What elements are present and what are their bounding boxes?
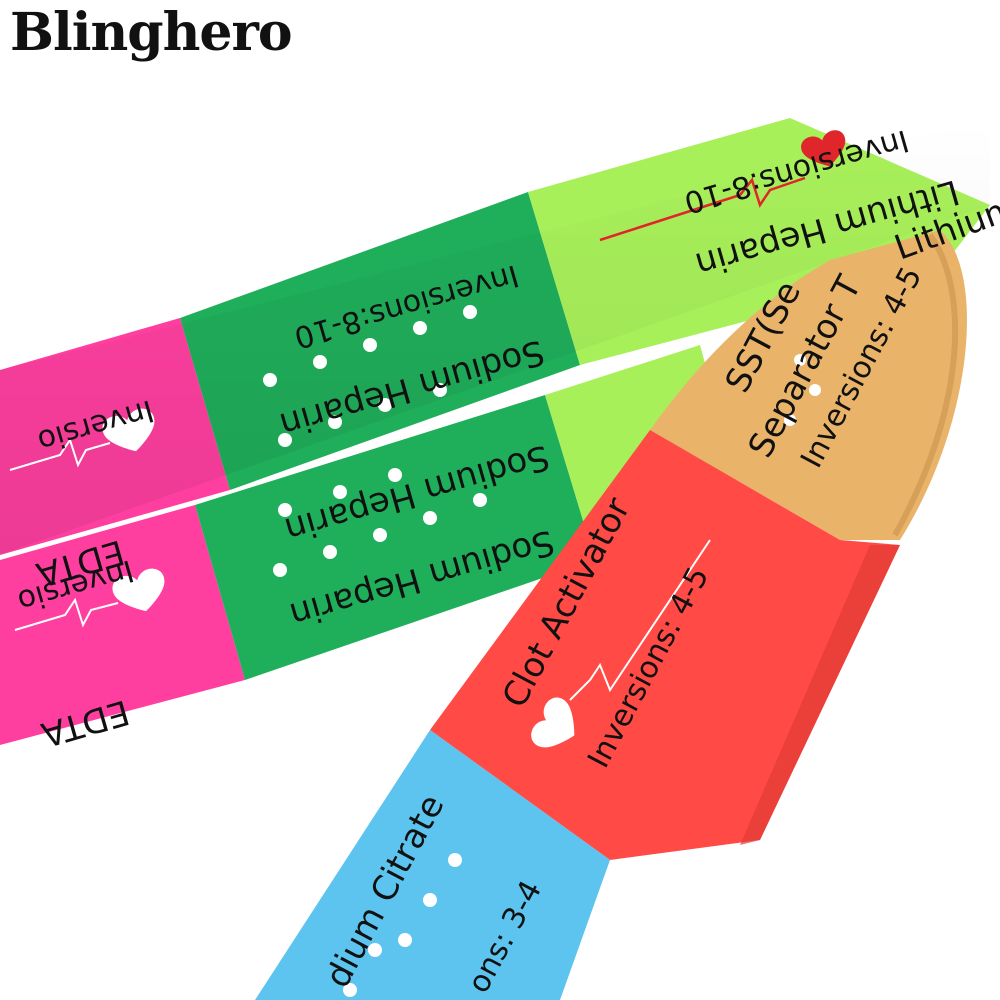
fold-tan <box>650 230 967 540</box>
segment-edta-lower <box>0 505 245 745</box>
heartbeat-line <box>569 539 711 701</box>
heart-icons <box>9 130 846 748</box>
heartbeat-line <box>599 176 806 242</box>
strap-fold <box>650 230 967 540</box>
brand-watermark: Blinghero <box>10 2 293 63</box>
segment-sodium-heparin-lower <box>195 395 595 680</box>
heartbeat-line <box>14 597 119 631</box>
heart-icon <box>112 568 165 612</box>
descending-strap <box>255 430 900 1000</box>
heart-icon <box>801 130 846 167</box>
heartbeat-line <box>9 437 111 471</box>
heart-icon <box>102 408 155 452</box>
heart-icon <box>531 697 575 748</box>
segment-sodium-citrate <box>255 730 610 1000</box>
decorative-dots <box>263 305 821 997</box>
